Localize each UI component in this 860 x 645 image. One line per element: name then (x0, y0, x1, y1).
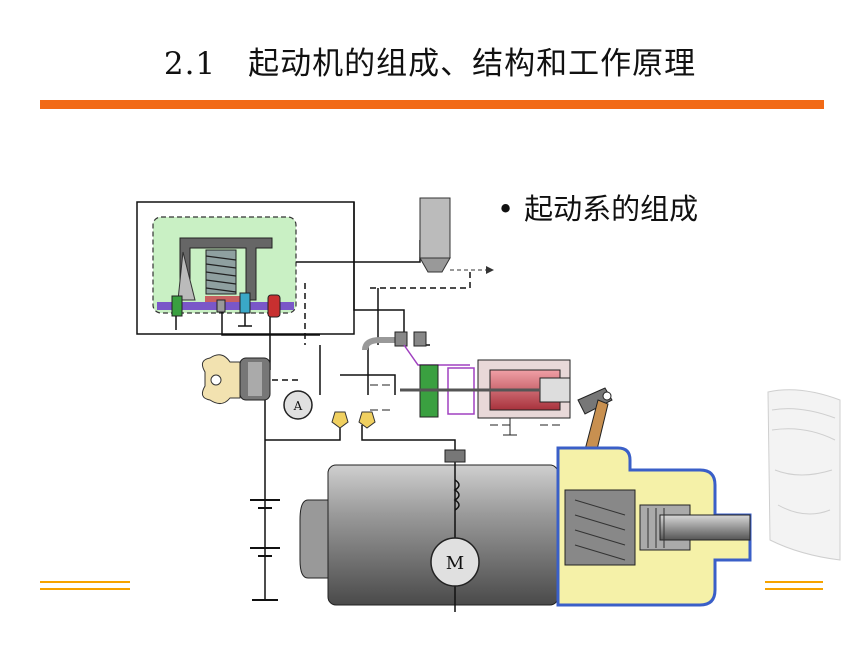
deco-line-left-1 (40, 581, 130, 583)
deco-line-right-2 (765, 588, 823, 590)
ammeter-label: A (293, 399, 303, 413)
title-underline (40, 100, 824, 109)
bullet-dot-icon: • (497, 192, 515, 226)
bullet-text: 起动系的组成 (524, 192, 699, 226)
ignition-switch (201, 354, 271, 404)
motor-label: M (446, 553, 464, 574)
bullet-item: • 起动系的组成 (497, 186, 698, 228)
injector-unit (419, 197, 494, 274)
ammeter: A (283, 390, 313, 420)
connectors (331, 411, 376, 429)
deco-line-right-1 (765, 581, 823, 583)
slide-title: 2.1 起动机的组成、结构和工作原理 (163, 46, 697, 82)
solenoid-switch (362, 331, 571, 436)
deco-line-left-2 (40, 588, 130, 590)
starter-relay (136, 201, 355, 335)
battery (250, 499, 280, 601)
wiring (175, 202, 471, 600)
background-sketch (767, 389, 841, 561)
starter-motor: M (299, 446, 752, 612)
